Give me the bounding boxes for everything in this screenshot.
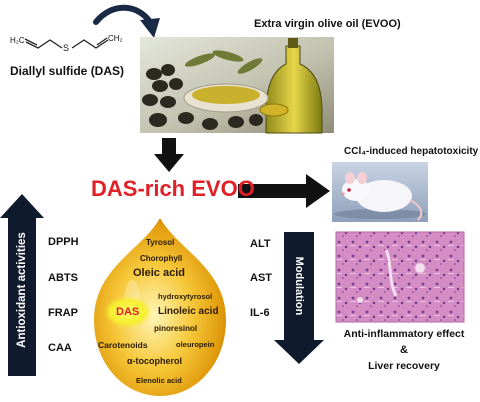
compound-das: DAS (116, 306, 140, 318)
olive-oil-photo (140, 37, 334, 134)
liver-histology-image (335, 231, 465, 323)
assay-frap: FRAP (48, 307, 78, 319)
down-arrow-to-title (154, 138, 184, 172)
compound-carotenoids: Carotenoids (98, 340, 148, 350)
right-arrow-to-mouse (238, 174, 330, 208)
compound-linoleic-acid: Linoleic acid (158, 306, 219, 317)
marker-il6: IL-6 (250, 307, 270, 319)
das-highlight (104, 296, 152, 328)
outcome-line3: Liver recovery (368, 360, 440, 372)
compound-pinoresinol: pinoresinol (154, 324, 198, 333)
evoo-label: Extra virgin olive oil (EVOO) (254, 18, 401, 30)
atom-sulfur: S (63, 43, 70, 53)
marker-alt: ALT (250, 238, 271, 250)
assay-caa: CAA (48, 342, 72, 354)
assay-abts: ABTS (48, 272, 78, 284)
compound-oleuropein: oleuropein (176, 340, 215, 349)
compound-chlorophyll: Chorophyll (140, 254, 183, 263)
curved-arrow-head (140, 18, 160, 38)
main-title: DAS-rich EVOO (91, 176, 255, 201)
compound-hydroxytyrosol: hydroxytyrosol (158, 292, 213, 301)
das-label: Diallyl sulfide (DAS) (10, 64, 125, 78)
compound-elenolic-acid: Elenolic acid (136, 376, 182, 385)
marker-ast: AST (250, 272, 272, 284)
atom-ch2-right: CH₂ (108, 34, 123, 43)
das-structure (24, 37, 109, 49)
outcome-line2: & (400, 344, 408, 356)
compound-tyrosol: Tyrosol (146, 238, 175, 247)
antioxidant-label: Antioxidant activities (16, 232, 28, 348)
curved-arrow (93, 4, 153, 25)
antioxidant-arrow (0, 194, 44, 376)
compound-alpha-tocopherol: α-tocopherol (127, 356, 183, 366)
compound-oleic-acid: Oleic acid (133, 267, 185, 279)
modulation-arrow (274, 232, 324, 364)
atom-h2c-left: H₂C (10, 36, 25, 45)
modulation-label: Modulation (293, 256, 305, 316)
outcome-line1: Anti-inflammatory effect (343, 328, 465, 340)
oil-drop (94, 218, 226, 396)
assay-dpph: DPPH (48, 236, 79, 248)
mouse-photo (332, 162, 428, 222)
hepatotoxicity-label: CCl₄-induced hepatotoxicity (344, 146, 479, 157)
